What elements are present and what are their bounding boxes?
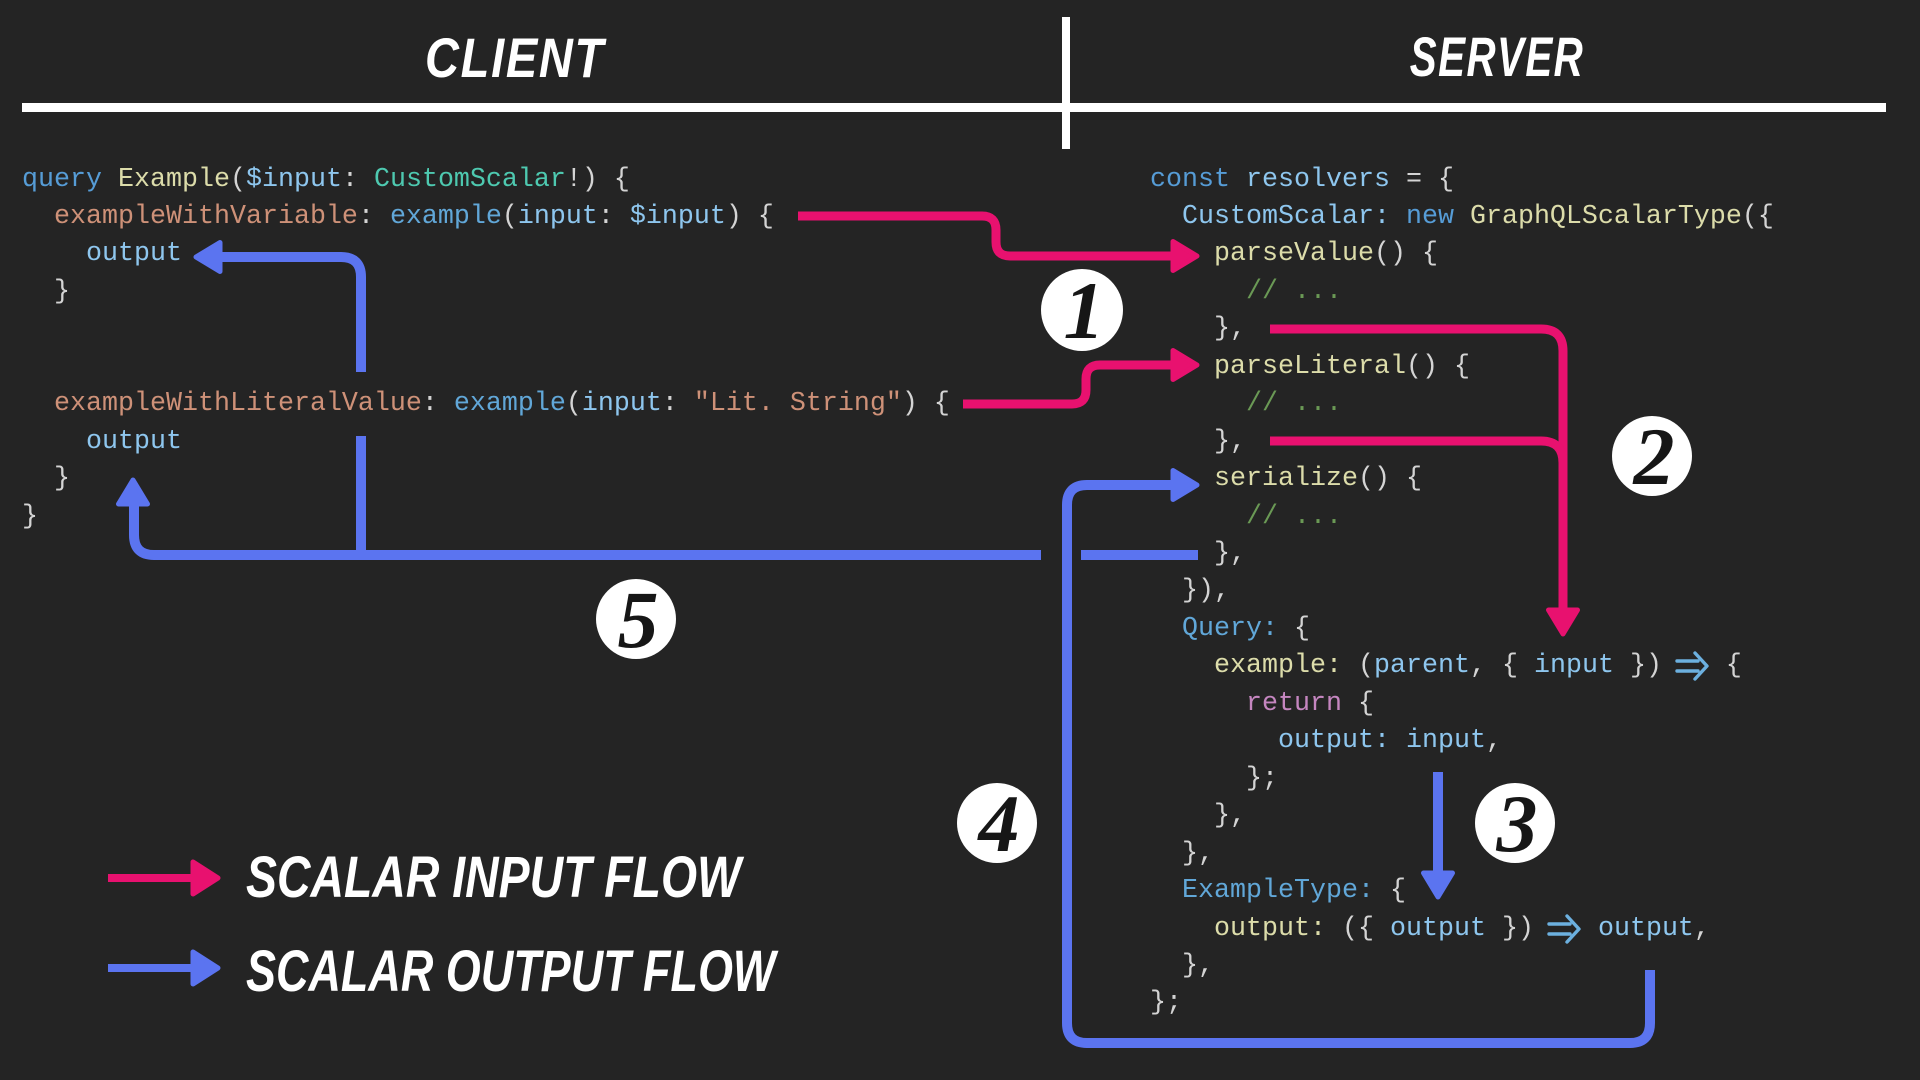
- svg-text:3: 3: [1496, 778, 1538, 869]
- svg-text:5: 5: [618, 574, 659, 665]
- svg-text:4: 4: [977, 778, 1020, 869]
- svg-text:2: 2: [1633, 411, 1675, 502]
- svg-text:1: 1: [1064, 265, 1105, 356]
